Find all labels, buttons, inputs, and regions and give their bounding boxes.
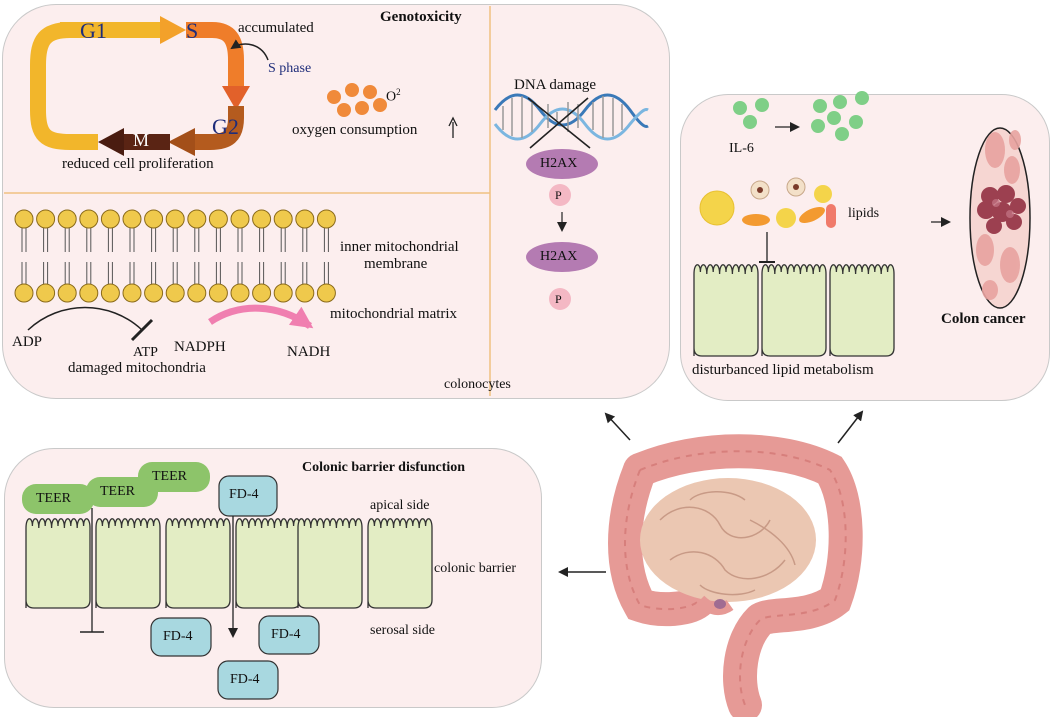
teer-boxes bbox=[22, 462, 210, 514]
phospholipid bbox=[122, 209, 142, 303]
fd4-top-label: FD-4 bbox=[229, 487, 259, 502]
dna-helix-icon bbox=[493, 93, 649, 149]
lipid-droplets bbox=[699, 177, 836, 228]
phospholipid bbox=[230, 209, 250, 303]
phospholipid bbox=[316, 209, 336, 303]
fd4-boxes bbox=[150, 475, 320, 700]
cell-proliferation-caption: reduced cell proliferation bbox=[62, 156, 214, 172]
apical-side-label: apical side bbox=[370, 498, 430, 513]
p-top-label: P bbox=[555, 188, 562, 202]
oxygen-symbol: O2 bbox=[386, 88, 401, 105]
teer-label-3: TEER bbox=[152, 469, 187, 484]
cell-cycle-diagram bbox=[30, 16, 269, 156]
phase-m-label: M bbox=[133, 130, 150, 150]
teer-inhibition bbox=[80, 508, 104, 633]
epithelial-cell bbox=[761, 264, 827, 357]
fd4-bottom-label-1: FD-4 bbox=[163, 629, 193, 644]
serosal-side-label: serosal side bbox=[370, 623, 435, 638]
increase-arrow-icon bbox=[448, 116, 458, 138]
barrier-cell bbox=[235, 518, 301, 609]
phospholipid bbox=[144, 209, 164, 303]
oxygen-molecules bbox=[327, 83, 387, 117]
barrier-cells bbox=[25, 518, 433, 609]
colonic-barrier-label: colonic barrier bbox=[434, 561, 517, 576]
adp-atp-inhibition bbox=[27, 306, 154, 342]
phospholipid bbox=[79, 209, 99, 303]
p-bottom-label: P bbox=[555, 292, 562, 306]
damaged-mitochondria-label: damaged mitochondria bbox=[68, 360, 206, 376]
phospholipid bbox=[208, 209, 228, 303]
phospholipid bbox=[57, 209, 77, 303]
phospholipid bbox=[273, 209, 293, 303]
phase-s-label: S bbox=[186, 18, 199, 43]
phospholipid bbox=[165, 209, 185, 303]
colon-cancer-tissue-icon bbox=[969, 127, 1031, 309]
il6-molecules bbox=[733, 91, 869, 141]
accumulated-label: accumulated bbox=[238, 20, 314, 36]
barrier-cell bbox=[297, 518, 363, 609]
nadph-nadh-arrow bbox=[208, 304, 314, 329]
lipid-inhibition bbox=[759, 232, 775, 263]
genotoxicity-title: Genotoxicity bbox=[380, 9, 462, 25]
barrier-cell bbox=[367, 518, 433, 609]
panel-dividers bbox=[4, 6, 491, 396]
adp-label: ADP bbox=[12, 334, 43, 350]
fd4-bottom-label-2: FD-4 bbox=[271, 627, 301, 642]
colonocytes-label: colonocytes bbox=[444, 377, 511, 392]
output-arrows bbox=[558, 410, 864, 577]
inner-membrane-label-2: membrane bbox=[364, 256, 428, 272]
phase-g1-label: G1 bbox=[80, 18, 107, 43]
fd4-bottom-label-3: FD-4 bbox=[230, 672, 260, 687]
s-phase-label: S phase bbox=[268, 61, 312, 76]
epithelial-cell bbox=[693, 264, 759, 357]
lipids-label: lipids bbox=[848, 206, 880, 221]
lipid-metabolism-caption: disturbanced lipid metabolism bbox=[692, 362, 874, 378]
phospholipid bbox=[14, 209, 34, 303]
nadh-label: NADH bbox=[287, 344, 331, 360]
barrier-cell bbox=[95, 518, 161, 609]
h2ax-pathway bbox=[526, 149, 598, 310]
oxygen-consumption-label: oxygen consumption bbox=[292, 122, 418, 138]
inner-membrane-label-1: inner mitochondrial bbox=[340, 239, 459, 255]
phospholipid bbox=[36, 209, 56, 303]
phase-g2-label: G2 bbox=[212, 114, 239, 139]
h2ax-top-label: H2AX bbox=[540, 156, 578, 171]
colon-cancer-label: Colon cancer bbox=[941, 311, 1026, 327]
nadph-label: NADPH bbox=[174, 339, 226, 355]
teer-label-2: TEER bbox=[100, 484, 135, 499]
epithelial-cell bbox=[829, 264, 895, 357]
barrier-title: Colonic barrier disfunction bbox=[302, 460, 466, 475]
dna-damage-label: DNA damage bbox=[514, 77, 597, 93]
oxygen-letter: O bbox=[386, 89, 397, 105]
phospholipid bbox=[187, 209, 207, 303]
il6-label: IL-6 bbox=[729, 141, 754, 156]
barrier-cell bbox=[25, 518, 91, 609]
phospholipid bbox=[252, 209, 272, 303]
lipid-panel-cells bbox=[693, 264, 895, 357]
h2ax-bottom-label: H2AX bbox=[540, 249, 578, 264]
teer-label-1: TEER bbox=[36, 491, 71, 506]
matrix-label: mitochondrial matrix bbox=[330, 306, 458, 322]
barrier-cell bbox=[165, 518, 231, 609]
oxygen-superscript: 2 bbox=[396, 87, 401, 97]
phospholipid bbox=[100, 209, 120, 303]
intestine-illustration bbox=[608, 434, 863, 717]
mitochondrial-membrane bbox=[14, 209, 336, 303]
atp-label: ATP bbox=[133, 345, 158, 360]
phospholipid bbox=[295, 209, 315, 303]
